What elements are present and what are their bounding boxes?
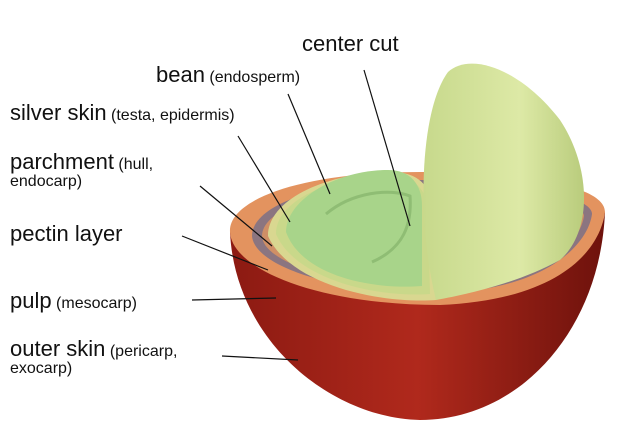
label-pectin-layer: pectin layer bbox=[10, 222, 123, 245]
label-parchment-sub: (hull, bbox=[118, 156, 154, 173]
label-outer-skin-sub2: exocarp) bbox=[10, 359, 73, 377]
label-silver-skin-main: silver skin bbox=[10, 100, 107, 125]
leader-parchment bbox=[199, 185, 273, 247]
bean-shape bbox=[286, 170, 422, 287]
label-parchment-main: parchment bbox=[10, 149, 114, 174]
label-pulp-sub: (mesocarp) bbox=[56, 295, 137, 312]
label-pulp: pulp (mesocarp) bbox=[10, 289, 137, 313]
label-silver-skin-sub: (testa, epidermis) bbox=[111, 107, 235, 124]
outer-skin-shape bbox=[230, 212, 605, 420]
bean-groove-shape bbox=[325, 190, 412, 264]
leader-bean bbox=[287, 93, 331, 195]
label-outer-skin-sub: (pericarp, bbox=[109, 343, 178, 360]
leader-pectin bbox=[181, 235, 269, 271]
label-bean-sub: (endosperm) bbox=[209, 69, 301, 86]
leader-silver-skin bbox=[237, 135, 291, 223]
label-silver-skin: silver skin (testa, epidermis) bbox=[10, 101, 235, 125]
label-parchment-sub2: endocarp) bbox=[10, 172, 83, 190]
label-bean-main: bean bbox=[156, 62, 205, 87]
label-outer-skin-main: outer skin bbox=[10, 336, 106, 361]
bean-half-shape bbox=[423, 63, 585, 300]
leader-pulp bbox=[191, 297, 277, 301]
label-center-cut-main: center cut bbox=[302, 31, 399, 56]
label-parchment: parchment (hull, endocarp) bbox=[10, 150, 153, 191]
label-pulp-main: pulp bbox=[10, 288, 52, 313]
label-bean: bean (endosperm) bbox=[156, 63, 300, 87]
label-pectin-layer-main: pectin layer bbox=[10, 221, 123, 246]
label-outer-skin: outer skin (pericarp, exocarp) bbox=[10, 337, 177, 378]
leader-outer-skin bbox=[221, 355, 299, 361]
leader-center-cut bbox=[363, 69, 411, 227]
label-center-cut: center cut bbox=[302, 32, 399, 55]
